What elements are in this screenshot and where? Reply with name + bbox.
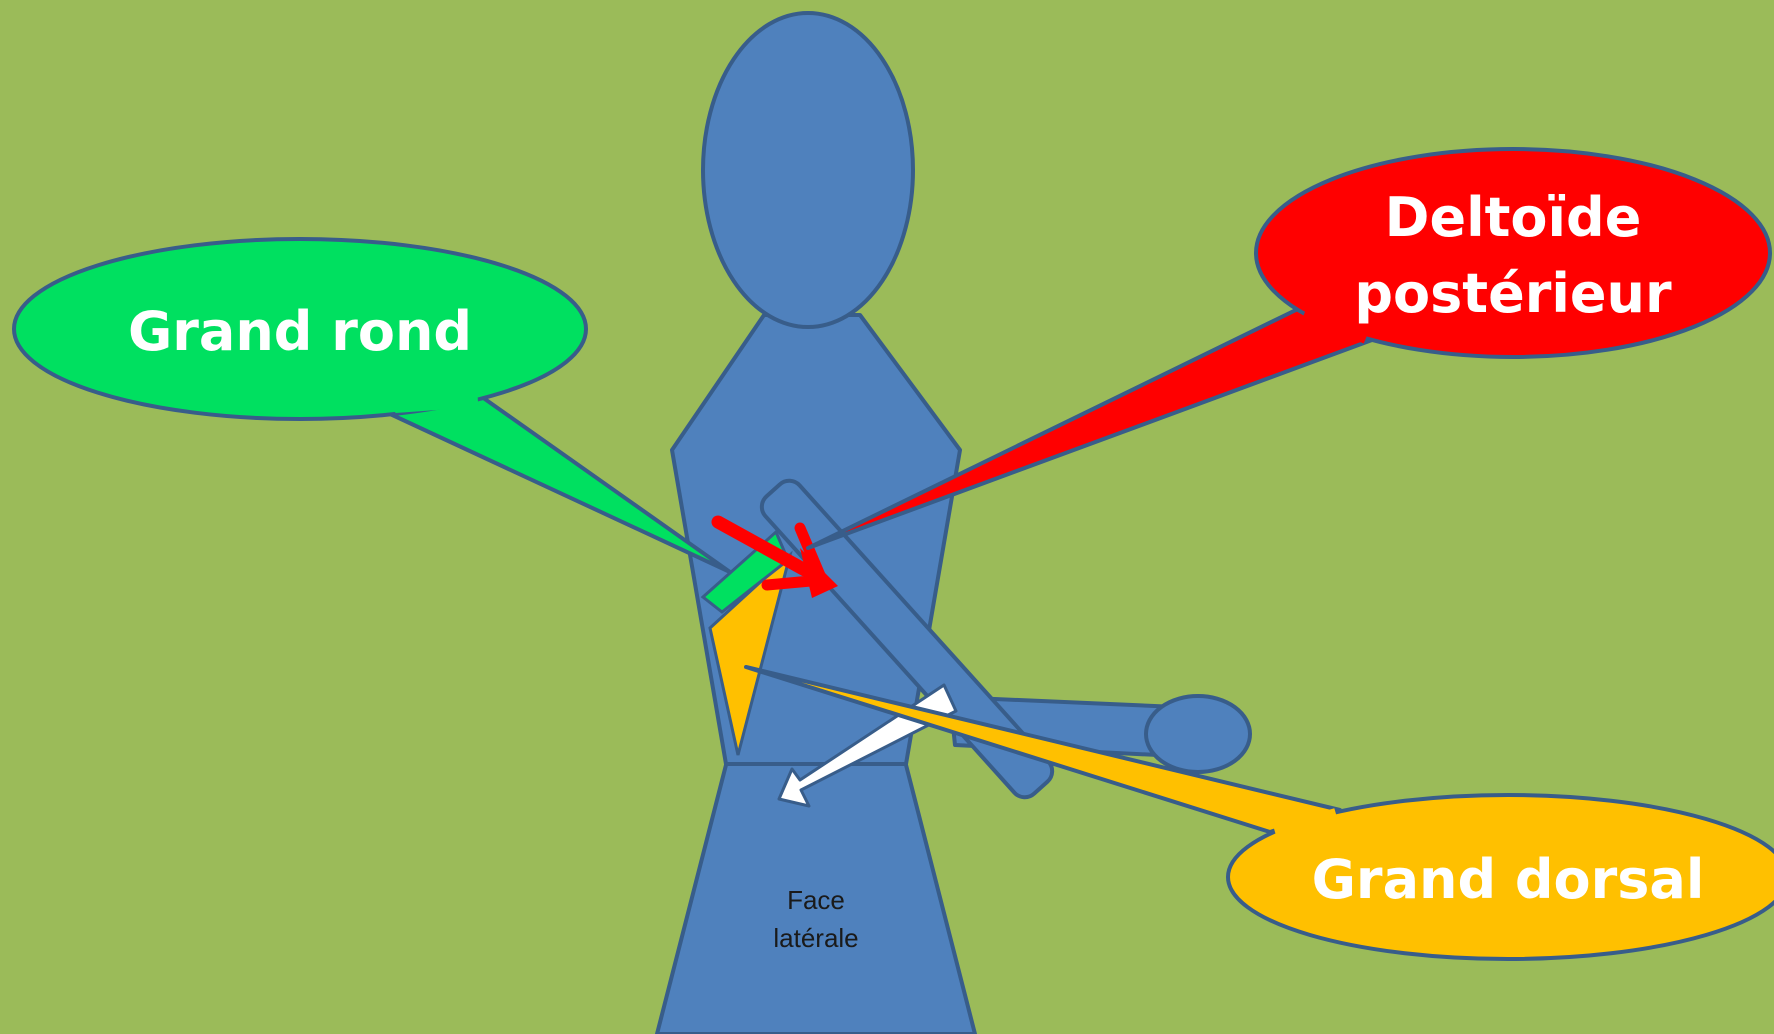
face-label-line1: Face [787, 885, 845, 915]
deltoide-label-line2: postérieur [1354, 262, 1672, 325]
figure-hand [1144, 694, 1252, 774]
grand-rond-callout: Grand rond [12, 237, 732, 574]
face-label-line2: latérale [773, 923, 858, 953]
grand-dorsal-callout: Grand dorsal [744, 665, 1774, 961]
deltoide-label-line1: Deltoïde [1385, 186, 1642, 249]
deltoide-callout: Deltoïde postérieur [806, 147, 1772, 550]
grand-rond-label: Grand rond [128, 300, 472, 363]
figure-head [701, 11, 915, 329]
deltoide-arrow [711, 515, 838, 598]
grand-dorsal-label: Grand dorsal [1312, 848, 1705, 911]
figure-forearm [759, 478, 1055, 800]
